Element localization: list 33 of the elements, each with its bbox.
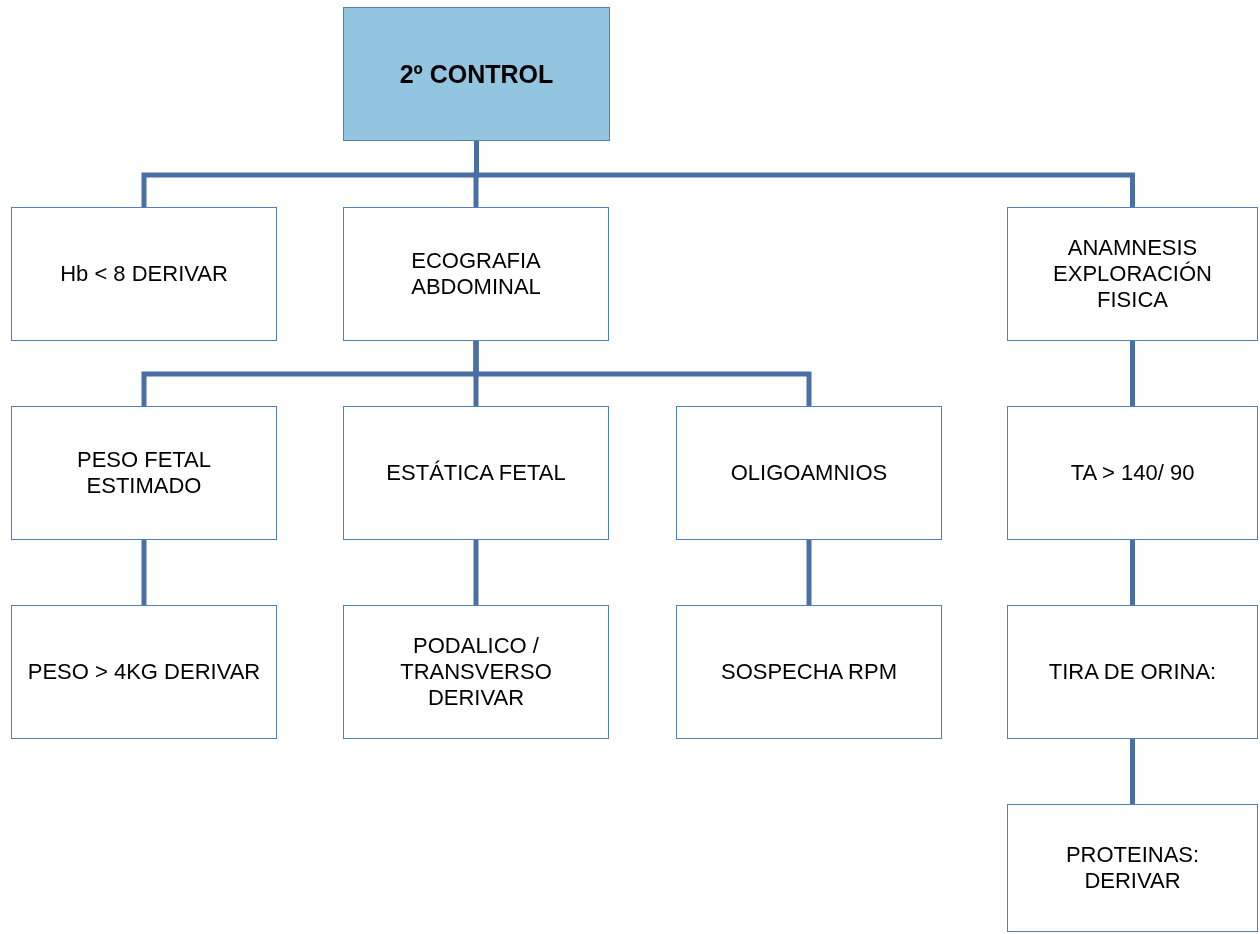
process-box bbox=[1007, 605, 1258, 739]
process-box bbox=[11, 207, 277, 341]
box-text: ESTÁTICA FETAL bbox=[386, 460, 566, 486]
connector-line bbox=[473, 540, 479, 605]
connector-line bbox=[1130, 341, 1135, 406]
box-text: PESO > 4KG DERIVAR bbox=[27, 659, 261, 685]
box-text: PODALICO / TRANSVERSO DERIVAR bbox=[399, 633, 553, 711]
connector-line bbox=[1130, 540, 1135, 605]
connector-line bbox=[806, 540, 812, 605]
process-box bbox=[343, 207, 609, 341]
process-box bbox=[11, 406, 277, 540]
title-box bbox=[343, 7, 610, 141]
box-text: PESO FETAL ESTIMADO bbox=[75, 447, 213, 499]
process-box bbox=[11, 605, 277, 739]
process-box bbox=[1007, 804, 1258, 932]
box-text: SOSPECHA RPM bbox=[720, 659, 897, 685]
box-text: ANAMNESIS EXPLORACIÓN FISICA bbox=[1052, 235, 1213, 313]
process-box bbox=[1007, 406, 1258, 540]
box-text: OLIGOAMNIOS bbox=[730, 460, 888, 486]
connector-line bbox=[473, 341, 812, 406]
box-text: PROTEINAS: DERIVAR bbox=[1064, 842, 1201, 894]
process-box bbox=[676, 605, 942, 739]
box-text: ECOGRAFIA ABDOMINAL bbox=[410, 248, 542, 300]
process-box bbox=[343, 406, 609, 540]
process-box bbox=[343, 605, 609, 739]
box-text: TA > 140/ 90 bbox=[1070, 460, 1195, 486]
connector-line bbox=[1130, 739, 1135, 804]
box-text: TIRA DE ORINA: bbox=[1048, 659, 1217, 685]
box-text: 2º CONTROL bbox=[399, 61, 554, 87]
box-text: Hb < 8 DERIVAR bbox=[60, 261, 228, 287]
connector-line bbox=[141, 540, 147, 605]
process-box bbox=[1007, 207, 1258, 341]
process-box bbox=[676, 406, 942, 540]
